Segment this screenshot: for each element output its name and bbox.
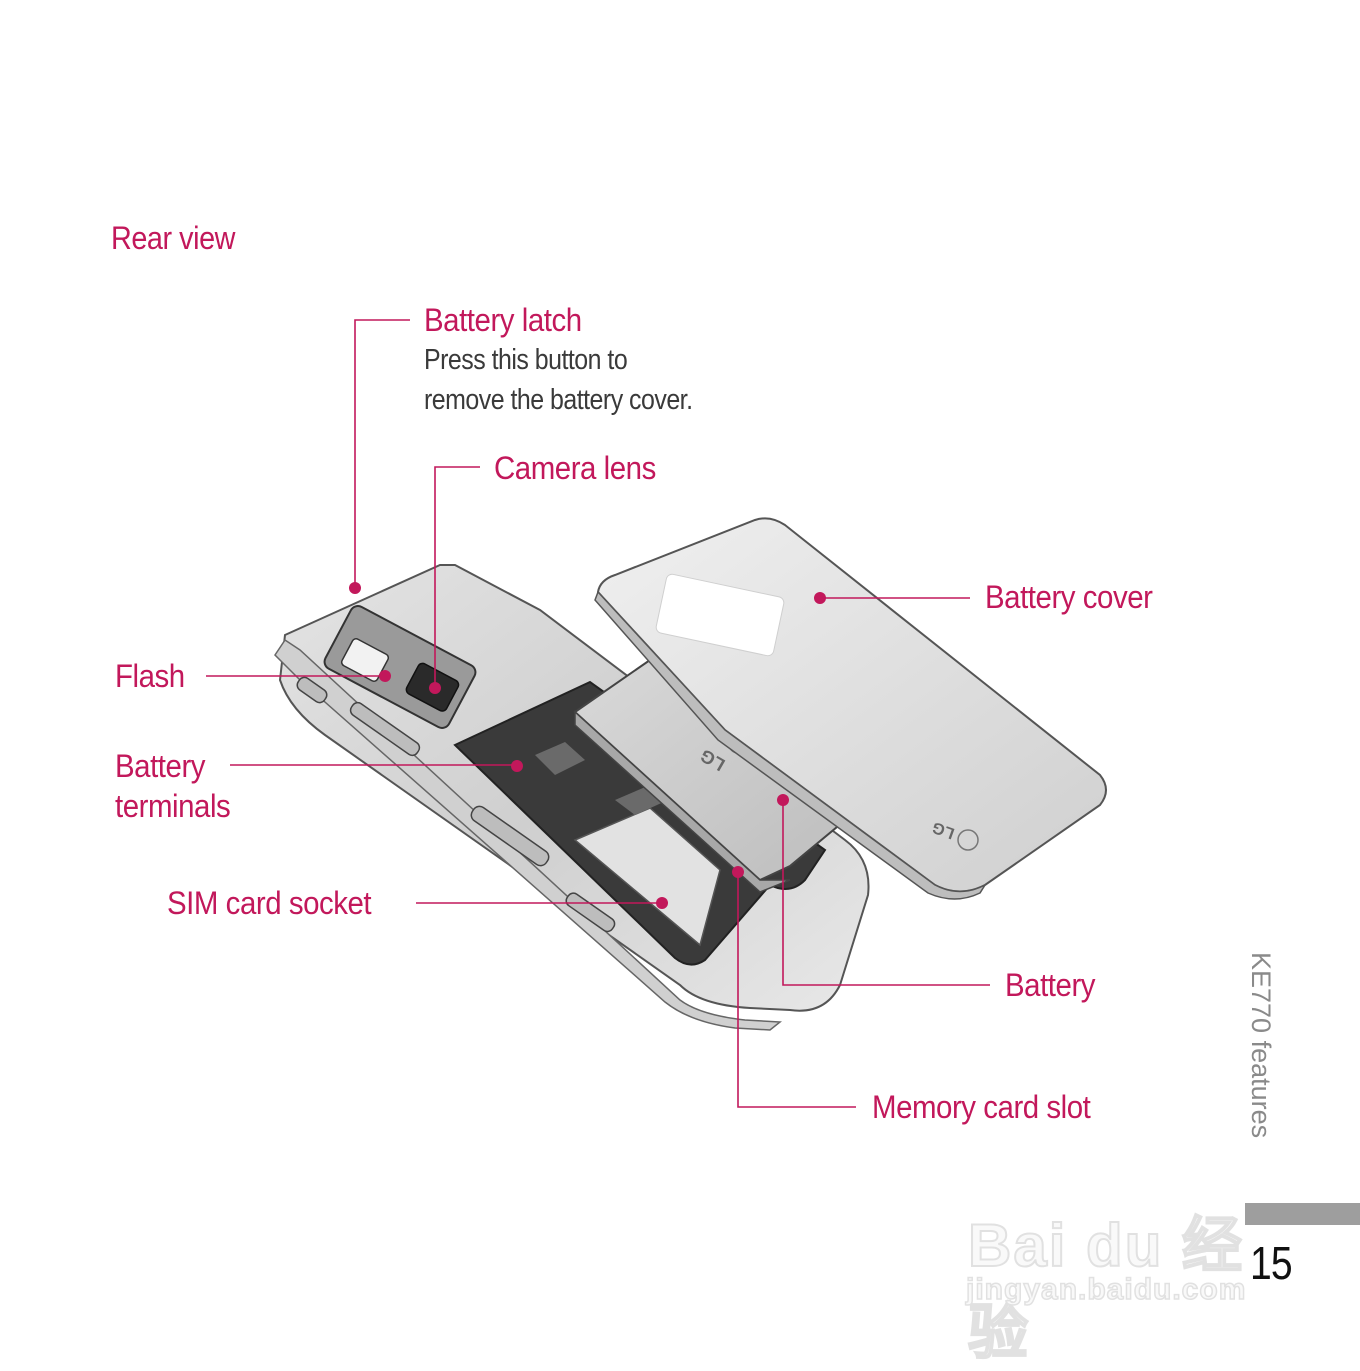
section-title: Rear view [111, 220, 235, 257]
dot-sim-card-socket [656, 897, 668, 909]
dot-camera-lens [429, 682, 441, 694]
memory-card-slot-label: Memory card slot [872, 1087, 1090, 1127]
dot-battery-cover [814, 592, 826, 604]
battery-terminals-label-line1: Battery [115, 746, 205, 786]
battery-latch-desc-line2: remove the battery cover. [424, 380, 693, 420]
battery-label: Battery [1005, 965, 1095, 1005]
battery-latch-desc-line1: Press this button to [424, 340, 627, 380]
sim-card-socket-label: SIM card socket [167, 883, 371, 923]
battery-terminals-label-line2: terminals [115, 786, 230, 826]
dot-flash [379, 670, 391, 682]
battery-latch-label: Battery latch [424, 300, 582, 340]
side-chapter-title-text: KE770 features [1245, 952, 1276, 1138]
side-chapter-title: KE770 features [1240, 952, 1280, 1162]
baidu-watermark: Bai du 经验 jingyan.baidu.com [960, 1155, 1280, 1315]
dot-battery-terminals [511, 760, 523, 772]
leader-battery-latch [355, 320, 410, 588]
flash-label: Flash [115, 656, 185, 696]
battery-cover-label: Battery cover [985, 577, 1152, 617]
dot-battery-latch [349, 582, 361, 594]
dot-battery [777, 794, 789, 806]
watermark-url: jingyan.baidu.com [966, 1273, 1246, 1307]
dot-memory-card-slot [732, 866, 744, 878]
camera-lens-label: Camera lens [494, 448, 656, 488]
